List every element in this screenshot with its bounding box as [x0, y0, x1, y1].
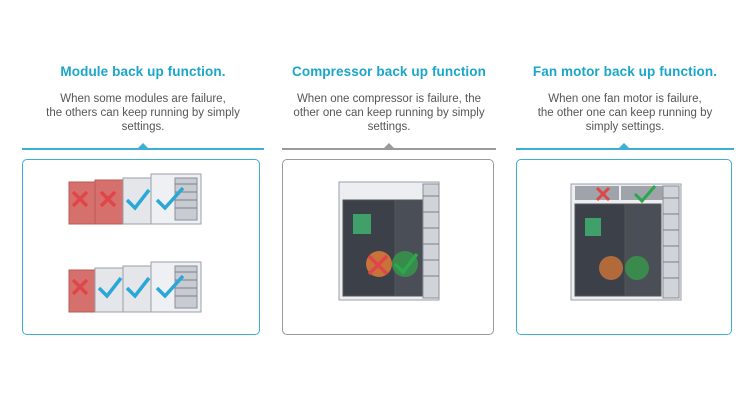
- fan-motor-backup-divider: [516, 148, 734, 150]
- fan-unit-illustration: [570, 183, 682, 301]
- check-icon: [97, 276, 123, 299]
- cross-icon: [595, 186, 611, 202]
- fan-motor-backup-panel: [516, 159, 732, 335]
- top-row-modules: [68, 173, 202, 225]
- fan-motor-backup-title: Fan motor back up function.: [532, 64, 718, 79]
- check-icon: [155, 186, 185, 211]
- column-fan-motor-backup: Fan motor back up function. When one fan…: [516, 0, 734, 400]
- fan-motor-backup-description: When one fan motor is failure, the other…: [537, 93, 713, 133]
- cross-icon: [99, 190, 117, 208]
- module-backup-divider: [22, 148, 264, 150]
- cross-icon: [367, 254, 389, 276]
- compressor-unit-illustration: [338, 181, 440, 301]
- module-backup-title: Module back up function.: [60, 64, 226, 79]
- module-units-illustration: [68, 173, 202, 313]
- check-icon: [393, 252, 419, 275]
- compressor-backup-notch: [383, 143, 395, 149]
- check-icon: [125, 188, 151, 211]
- cross-icon: [71, 190, 89, 208]
- compressor-backup-description: When one compressor is failure, the othe…: [293, 93, 485, 133]
- compressor-backup-divider: [282, 148, 496, 150]
- cross-icon: [71, 278, 89, 296]
- column-compressor-backup: Compressor back up function When one com…: [282, 0, 496, 400]
- module-backup-notch: [137, 143, 149, 149]
- module-backup-panel: [22, 159, 260, 335]
- module-backup-description: When some modules are failure, the other…: [46, 93, 240, 133]
- compressor-backup-panel: [282, 159, 494, 335]
- check-icon: [125, 276, 151, 299]
- fan-motor-backup-notch: [618, 143, 630, 149]
- bottom-row-modules: [68, 261, 202, 313]
- check-icon: [155, 274, 185, 299]
- check-icon: [633, 185, 657, 204]
- column-module-backup: Module back up function. When some modul…: [22, 0, 264, 400]
- compressor-backup-title: Compressor back up function: [292, 64, 486, 79]
